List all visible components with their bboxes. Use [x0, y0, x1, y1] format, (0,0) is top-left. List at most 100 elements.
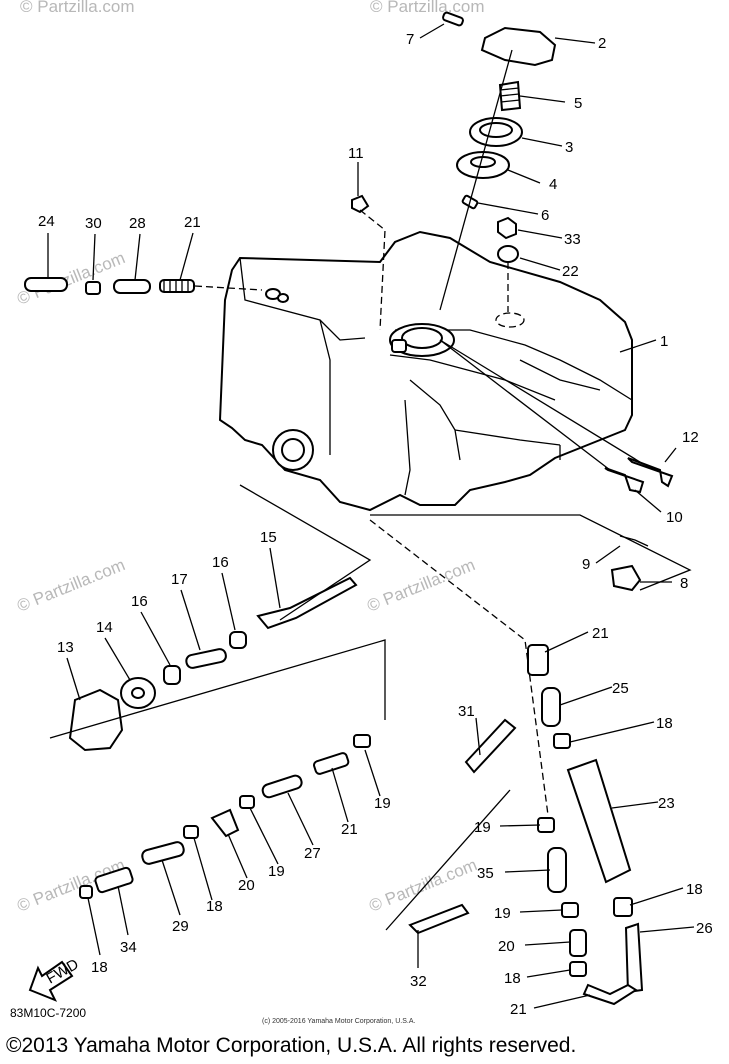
callout-26: 26 — [696, 920, 713, 937]
bolt-32 — [408, 903, 470, 935]
fuel-tank — [218, 230, 633, 512]
callout-3: 3 — [565, 139, 573, 156]
callout-1: 1 — [660, 333, 668, 350]
hose-26 — [624, 922, 644, 994]
callout-27: 27 — [304, 845, 321, 862]
clamp-19d — [561, 902, 579, 918]
right-side-parts — [369, 519, 644, 1006]
hose-27 — [261, 774, 303, 799]
joint-20b — [569, 929, 587, 957]
callout-18d: 18 — [91, 959, 108, 976]
callout-34: 34 — [120, 939, 137, 956]
brackets — [370, 514, 692, 592]
callout-30: 30 — [85, 215, 102, 232]
credit-line: (c) 2005-2016 Yamaha Motor Corporation, … — [262, 1018, 416, 1025]
callout-19c: 19 — [268, 863, 285, 880]
watermark: © Partzilla.com — [364, 555, 477, 616]
lower-left-hoses — [79, 734, 371, 899]
spring-21 — [159, 279, 195, 293]
clamp-18d — [613, 897, 633, 917]
spring-34 — [94, 866, 134, 894]
callout-21d: 21 — [341, 821, 358, 838]
callout-2: 2 — [598, 35, 606, 52]
callout-9: 9 — [582, 556, 590, 573]
callout-4: 4 — [549, 176, 557, 193]
callout-10: 10 — [666, 509, 683, 526]
bolt-31 — [464, 718, 517, 774]
callout-19b: 19 — [494, 905, 511, 922]
callout-24: 24 — [38, 213, 55, 230]
fuel-filter-23 — [566, 758, 632, 884]
o-ring-16a — [163, 665, 181, 685]
callout-21a: 21 — [184, 214, 201, 231]
callout-20a: 20 — [498, 938, 515, 955]
spring-21c — [527, 644, 549, 676]
clamp-18a — [79, 885, 93, 899]
nut — [497, 216, 517, 240]
watermark: © Partzilla.com — [20, 0, 135, 16]
fwd-arrow: FWD — [28, 956, 82, 1002]
callout-7: 7 — [406, 31, 414, 48]
callout-17: 17 — [171, 571, 188, 588]
tube-17 — [185, 648, 227, 669]
tank-bolts — [439, 339, 674, 494]
callout-28: 28 — [129, 215, 146, 232]
clamp-19b — [353, 734, 371, 748]
spring-21b — [313, 752, 350, 775]
callout-19d: 19 — [374, 795, 391, 812]
hose-35 — [547, 847, 567, 893]
callout-8: 8 — [680, 575, 688, 592]
hose-24 — [24, 277, 68, 292]
callout-18e: 18 — [206, 898, 223, 915]
clamp-19a — [239, 795, 255, 809]
joint-20 — [210, 808, 240, 838]
clamp-18c — [553, 733, 571, 749]
callout-12: 12 — [682, 429, 699, 446]
callout-32: 32 — [410, 973, 427, 990]
fuel-cock-knob — [68, 688, 124, 752]
bracket-8 — [610, 564, 642, 592]
callout-11: 11 — [348, 145, 364, 162]
callout-23: 23 — [658, 795, 675, 812]
fuel-cap-assembly — [351, 11, 557, 331]
grommet — [497, 245, 519, 263]
o-ring-16b — [229, 631, 247, 649]
callout-13: 13 — [57, 639, 74, 656]
callout-31: 31 — [458, 703, 475, 720]
callout-14: 14 — [96, 619, 113, 636]
hose-28 — [113, 279, 151, 294]
callout-19a: 19 — [474, 819, 491, 836]
callout-16b: 16 — [131, 593, 148, 610]
callout-15: 15 — [260, 529, 277, 546]
callout-33: 33 — [564, 231, 581, 248]
callout-29: 29 — [172, 918, 189, 935]
clamp-18b — [183, 825, 199, 839]
leader-lines — [47, 23, 695, 1009]
callout-25: 25 — [612, 680, 629, 697]
callout-18b: 18 — [686, 881, 703, 898]
top-left-hoses — [24, 277, 263, 295]
watermark: © Partzilla.com — [370, 0, 485, 16]
callout-21c: 21 — [510, 1001, 527, 1018]
callout-labels: 7 2 5 3 4 6 33 22 1 11 24 30 28 21 12 10… — [38, 31, 713, 1018]
fitting-30 — [85, 281, 101, 295]
callout-5: 5 — [574, 95, 582, 112]
copyright-notice: ©2013 Yamaha Motor Corporation, U.S.A. A… — [6, 1034, 577, 1057]
callout-18c: 18 — [504, 970, 521, 987]
bolt-10 — [604, 467, 645, 494]
callout-22: 22 — [562, 263, 579, 280]
fuel-cock-assembly — [49, 484, 386, 752]
hose-29 — [141, 841, 185, 865]
callout-6: 6 — [541, 207, 549, 224]
callout-21b: 21 — [592, 625, 609, 642]
callout-35: 35 — [477, 865, 494, 882]
callout-18a: 18 — [656, 715, 673, 732]
screen-15 — [256, 576, 358, 630]
clamp-19c — [537, 817, 555, 833]
pin — [442, 11, 464, 27]
callout-16a: 16 — [212, 554, 229, 571]
hose-25 — [541, 687, 561, 727]
watermark: © Partzilla.com — [14, 555, 127, 616]
clamp-11 — [351, 194, 370, 214]
